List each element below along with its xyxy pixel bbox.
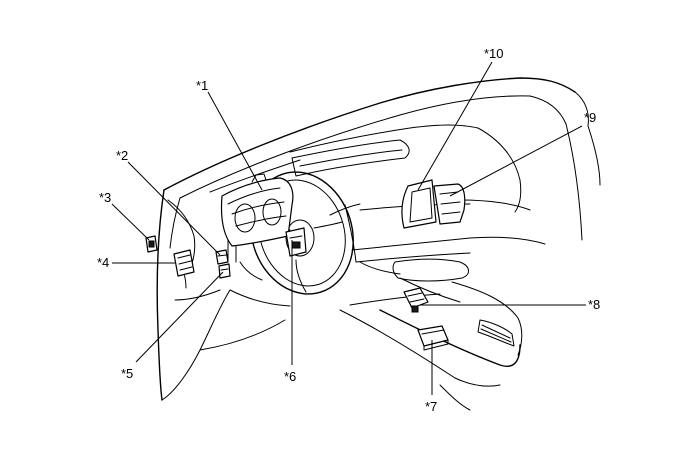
- combination-meter: [220, 173, 294, 247]
- leader-9: [449, 125, 583, 197]
- callout-5: *5: [121, 366, 133, 381]
- part-4: [173, 249, 195, 277]
- callout-labels: *1 *2 *3 *4 *5 *6 *7 *8 *9 *10: [97, 46, 600, 414]
- callout-10: *10: [484, 46, 504, 61]
- leader-5: [135, 271, 224, 363]
- leader-10: [417, 61, 493, 191]
- leader-3: [111, 203, 150, 241]
- part-6: [285, 227, 307, 257]
- leader-lines: [111, 61, 586, 395]
- callout-9: *9: [584, 110, 596, 125]
- callout-7: *7: [425, 399, 437, 414]
- callout-3: *3: [99, 190, 111, 205]
- callout-8: *8: [588, 297, 600, 312]
- callout-2: *2: [116, 148, 128, 163]
- part-5: [218, 263, 231, 279]
- part-10: [401, 179, 437, 229]
- leader-2: [127, 161, 221, 256]
- part-7: [417, 325, 449, 351]
- callout-4: *4: [97, 255, 109, 270]
- part-9: [433, 183, 466, 225]
- leader-1: [207, 91, 263, 191]
- callout-6: *6: [284, 369, 296, 384]
- dashboard-outline: [156, 77, 601, 411]
- callout-1: *1: [196, 78, 208, 93]
- part-8: [403, 287, 429, 313]
